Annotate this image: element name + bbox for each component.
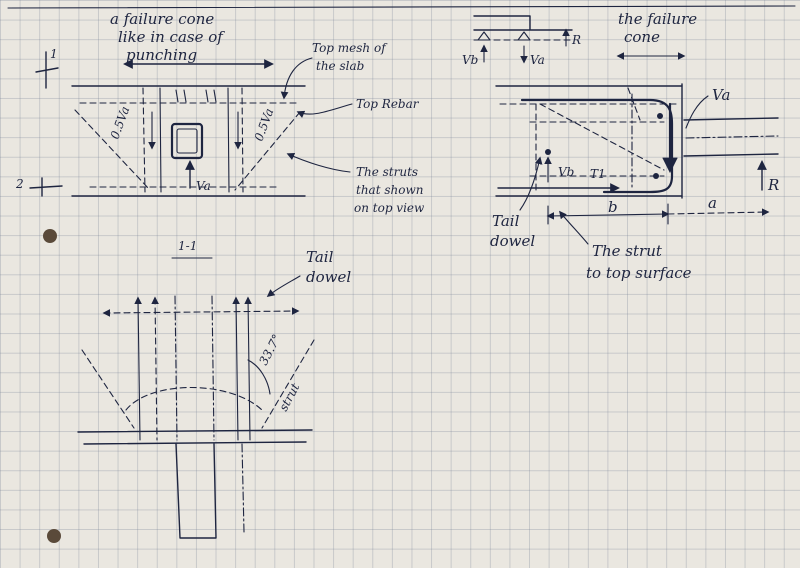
section-cone-right	[261, 339, 315, 429]
side-dim-tick	[547, 203, 669, 225]
top-rebar-leader	[296, 103, 353, 118]
page-top-line	[7, 5, 796, 9]
fbd-support-left	[477, 31, 491, 41]
section-cone-arc	[125, 387, 263, 411]
top-view-drawing: a failure cone like in case of punching …	[15, 10, 425, 215]
side-rebar-dot	[653, 173, 659, 179]
section-cone-left	[81, 349, 135, 429]
top-mesh-note-line-1: Top mesh of	[312, 41, 388, 55]
side-cone-note-line-2: cone	[624, 28, 660, 46]
side-tail-dowel-line-2: dowel	[490, 232, 535, 250]
side-view-drawing: Vb Va R the failure cone Va	[462, 10, 779, 282]
side-cone-note-line-1: the failure	[618, 10, 697, 28]
side-dim-a	[667, 208, 770, 216]
section-tail-dowel-leader	[266, 275, 301, 297]
side-rebar-dot	[657, 113, 663, 119]
struts-leader	[286, 152, 351, 173]
side-rebar-dot	[545, 149, 551, 155]
section-bar	[151, 296, 159, 441]
side-strut-note-line-1: The strut	[592, 242, 663, 260]
column-section-inner	[176, 128, 198, 154]
side-beam-axis	[685, 135, 779, 139]
side-t1-label: T1	[590, 167, 606, 181]
struts-note-line-2: that shown	[356, 183, 423, 197]
section-mark-2	[29, 177, 63, 197]
cone-diagonal	[234, 111, 301, 191]
section-bar	[211, 295, 215, 441]
section-bar	[174, 295, 178, 441]
side-tail-dowel-line-1: Tail	[492, 212, 520, 230]
side-strut-note-line-2: to top surface	[586, 264, 692, 282]
top-rebar-note: Top Rebar	[356, 97, 420, 111]
side-strut-line	[539, 103, 665, 171]
side-tail-dowel-loop	[520, 98, 674, 194]
rebar-vertical	[227, 87, 230, 193]
section-1-1-drawing: 1-1 Tail dowel 33.7° strut	[77, 239, 351, 539]
fbd-va-label: Va	[530, 53, 545, 67]
binder-hole	[43, 229, 57, 243]
section-mark-1-label: 1	[50, 47, 58, 61]
side-va-leader	[685, 95, 709, 129]
rebar-vertical	[142, 87, 146, 193]
section-tail-dowel-line-1: Tail	[306, 248, 334, 266]
fbd-r-label: R	[571, 33, 581, 47]
top-mesh-leader	[280, 57, 313, 100]
section-slab-top	[77, 429, 313, 433]
section-slab-bottom	[83, 441, 307, 445]
side-beam-bottom	[683, 153, 779, 157]
side-dim-a-label: a	[708, 194, 717, 212]
strut-angle-arc	[247, 359, 271, 395]
section-column	[175, 443, 217, 539]
section-bar	[232, 296, 240, 441]
side-vb-label: Vb	[558, 165, 574, 179]
side-r-label: R	[767, 176, 779, 194]
top-mesh-note-line-2: the slab	[316, 59, 364, 73]
section-title: 1-1	[178, 239, 197, 253]
section-tail-dowel-line-2: dowel	[306, 268, 351, 286]
failure-cone-note-line-3: punching	[126, 46, 197, 64]
failure-cone-note-line-1: a failure cone	[110, 10, 214, 28]
cone-diagonal	[74, 109, 151, 191]
strut-angle-label: 33.7°	[256, 332, 284, 367]
left-half-force: 0.5Va	[108, 104, 133, 141]
section-mark-2-label: 2	[15, 177, 24, 191]
fbd-vb-label: Vb	[462, 53, 478, 67]
rebar-vertical	[159, 87, 162, 193]
fbd-support-mid	[517, 31, 531, 41]
binder-hole	[47, 529, 61, 543]
struts-note-line-1: The struts	[356, 165, 418, 179]
section-top-line	[102, 307, 300, 317]
column-section	[170, 122, 204, 160]
section-bar	[244, 296, 252, 441]
side-beam-top	[683, 117, 779, 121]
rebar-hatch	[175, 89, 217, 103]
section-bar	[134, 296, 142, 441]
right-half-force: 0.5Va	[252, 106, 277, 143]
side-tail-dowel-leader	[519, 156, 543, 211]
rebar-vertical	[241, 87, 244, 193]
fbd-beam	[473, 15, 573, 31]
column-force-label: Va	[196, 179, 211, 193]
side-va-label: Va	[712, 86, 730, 104]
side-dim-b-label: b	[608, 198, 618, 216]
side-dim-b	[546, 210, 670, 220]
struts-note-line-3: on top view	[354, 201, 425, 215]
failure-cone-note-line-2: like in case of	[118, 28, 225, 46]
side-cone-line	[627, 87, 641, 121]
side-strut-leader	[559, 210, 589, 245]
section-mark-1	[35, 51, 59, 89]
section-column-axis	[241, 443, 245, 533]
